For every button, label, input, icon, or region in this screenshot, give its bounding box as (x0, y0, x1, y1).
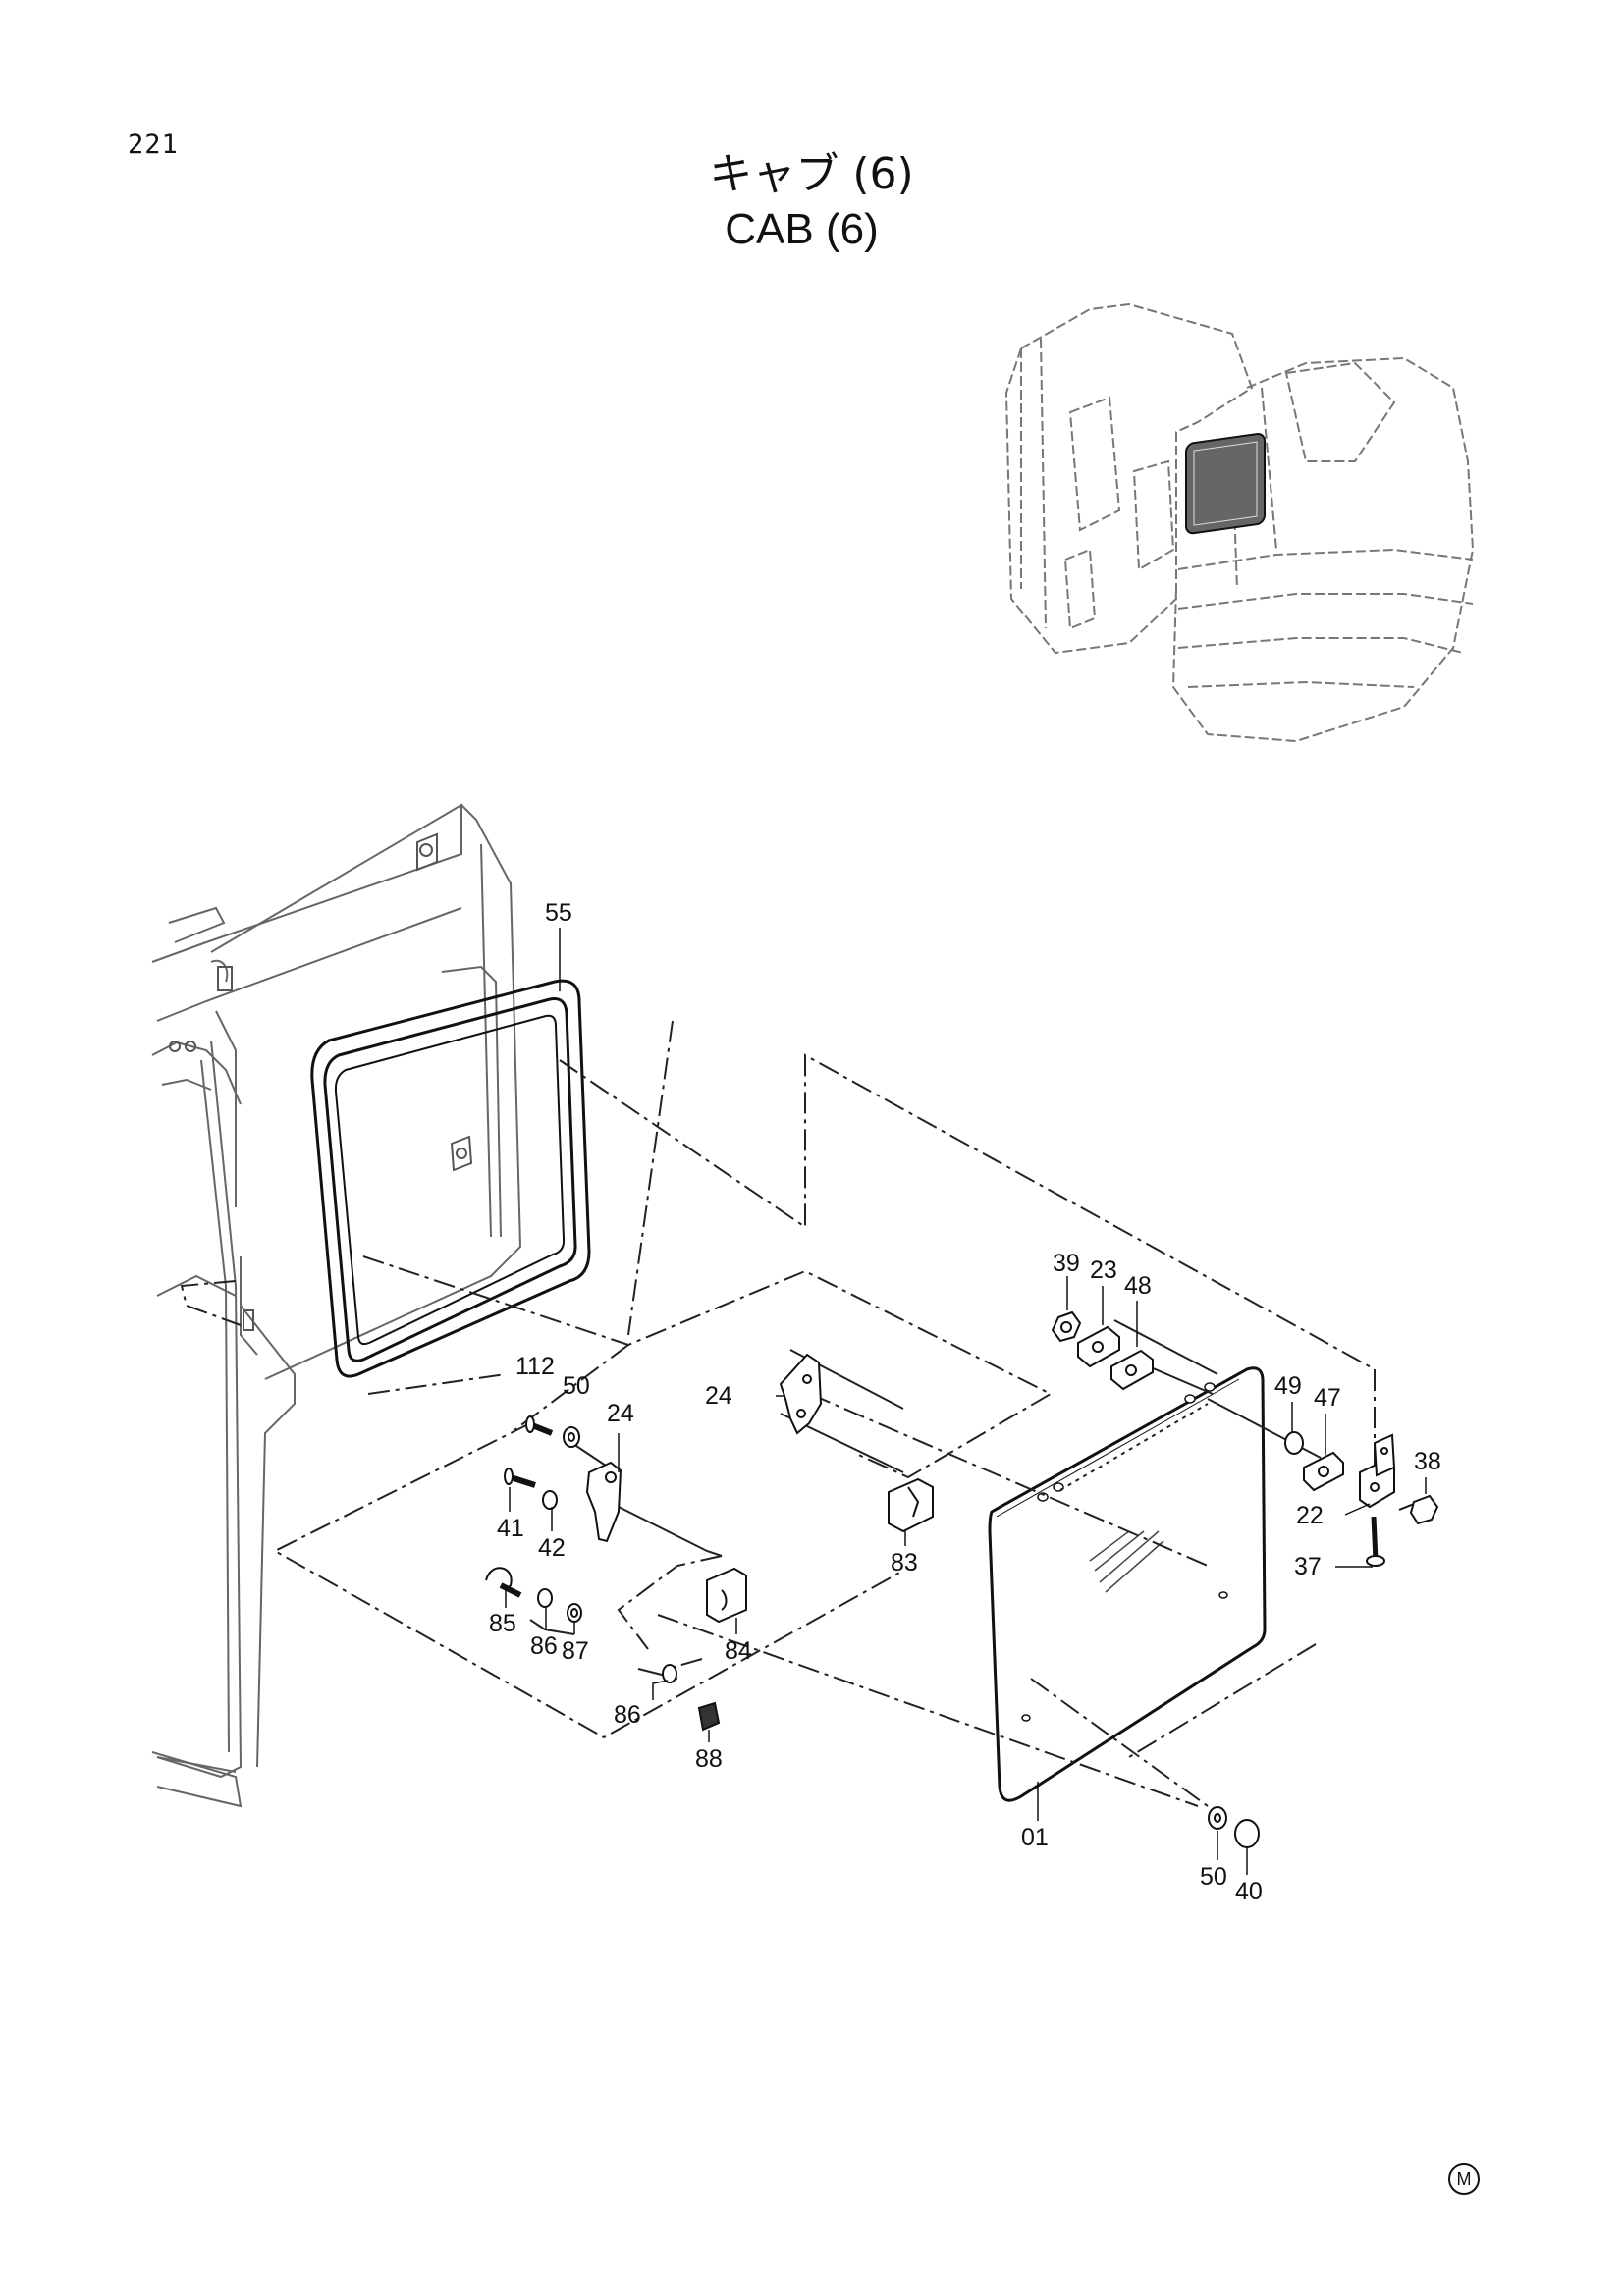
part-55-window-seal (310, 979, 591, 1378)
callout-84: 84 (725, 1637, 752, 1665)
assembly-guide-lines (180, 1020, 1376, 1807)
callout-83: 83 (891, 1549, 918, 1576)
callout-47: 47 (1314, 1384, 1341, 1412)
callout-50-lower: 50 (1200, 1863, 1227, 1891)
callout-24-center: 24 (705, 1382, 732, 1410)
callout-23: 23 (1090, 1256, 1117, 1284)
callout-38: 38 (1414, 1448, 1441, 1475)
inset-machine-view (1004, 302, 1475, 743)
revision-marker: M (1448, 2163, 1480, 2195)
assembly-guide-dotted (1059, 1403, 1209, 1491)
callout-49: 49 (1274, 1372, 1302, 1400)
glass-reflection-marks (1089, 1530, 1164, 1593)
glass-holes (1021, 1382, 1228, 1722)
callout-86-upper: 86 (530, 1632, 558, 1660)
callout-50-upper: 50 (563, 1372, 590, 1400)
callout-88: 88 (695, 1745, 723, 1773)
inset-highlighted-window (1185, 433, 1266, 535)
callout-85: 85 (489, 1610, 516, 1637)
cab-body-frame (151, 803, 522, 1808)
page-title: キャブ (6) CAB (6) (0, 147, 1623, 257)
hardware-parts (485, 1310, 1439, 1848)
callout-42: 42 (538, 1534, 566, 1562)
callout-55: 55 (545, 899, 572, 927)
callout-40: 40 (1235, 1878, 1263, 1905)
callout-labels: 55 39 23 48 49 47 38 22 37 112 50 24 24 … (489, 899, 1441, 1905)
callout-48: 48 (1124, 1272, 1152, 1300)
callout-24-left: 24 (607, 1400, 634, 1427)
callout-87: 87 (562, 1637, 589, 1665)
callout-39: 39 (1053, 1250, 1080, 1277)
title-english: CAB (6) (725, 205, 879, 253)
part-01-window-glass (988, 1366, 1267, 1802)
callout-01: 01 (1021, 1824, 1049, 1851)
callout-112: 112 (515, 1353, 555, 1380)
callout-37: 37 (1294, 1553, 1322, 1580)
page-number: 221 (128, 130, 179, 160)
callout-22: 22 (1296, 1502, 1324, 1529)
title-japanese: キャブ (6) (709, 149, 914, 199)
cab-body-details (169, 832, 473, 1331)
leader-lines (505, 928, 1427, 1875)
callout-86-lower: 86 (614, 1701, 641, 1729)
callout-41: 41 (497, 1515, 524, 1542)
